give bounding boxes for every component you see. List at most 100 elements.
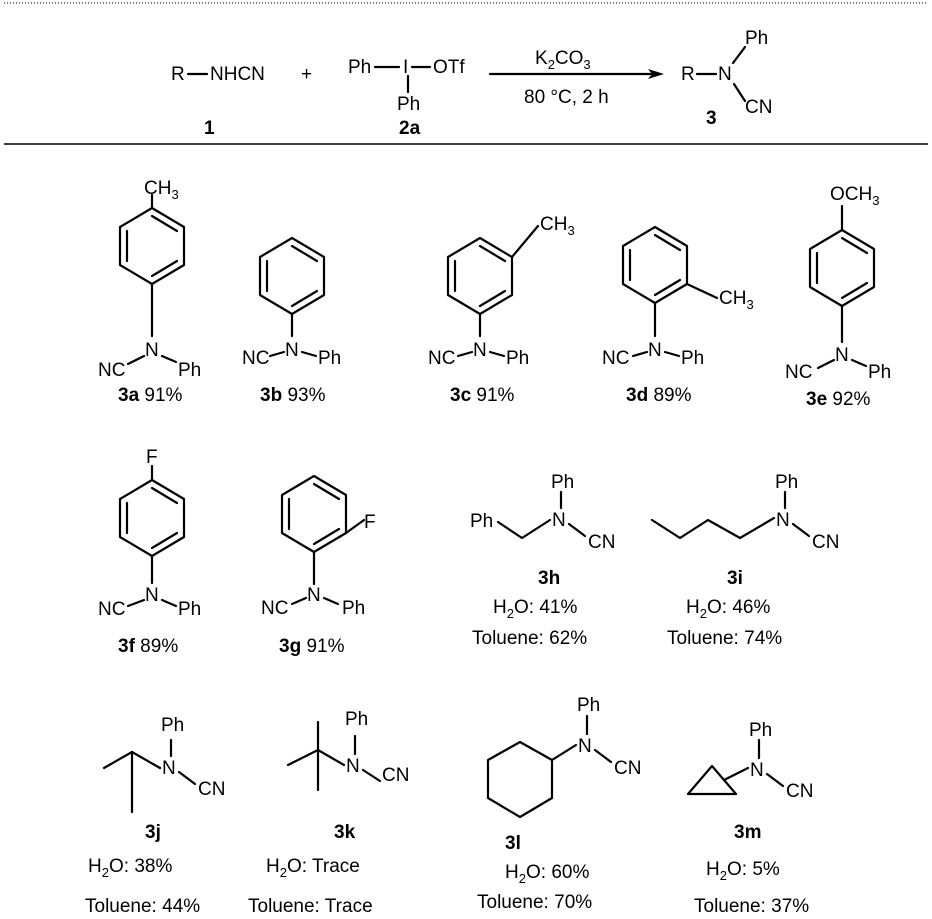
benzene-ring bbox=[446, 236, 514, 316]
nc-label: NC bbox=[242, 348, 269, 369]
fluoro-label: F bbox=[364, 512, 376, 533]
compound-3i: N Ph CN 3i H2O: 46% Toluene: 74% bbox=[650, 472, 839, 649]
ring-double-bond bbox=[312, 527, 341, 546]
h2o-yield: H2O: 41% bbox=[493, 597, 577, 621]
phenyl-label: Ph bbox=[342, 598, 365, 619]
nitrogen-label: N bbox=[835, 345, 849, 366]
phenyl-label: Ph bbox=[506, 348, 529, 369]
compound-label: 3e 92% bbox=[806, 389, 871, 410]
butyl-chain bbox=[650, 516, 776, 540]
nitrogen-label: N bbox=[578, 736, 592, 757]
methoxy-label: OCH3 bbox=[830, 184, 879, 208]
product-bond3 bbox=[732, 82, 747, 103]
plus-sign: + bbox=[301, 64, 312, 85]
nc-bond bbox=[456, 350, 474, 358]
h2o-yield: H2O: Trace bbox=[266, 856, 360, 880]
h2o-yield: H2O: 46% bbox=[686, 597, 770, 621]
nitrogen-label: N bbox=[307, 585, 321, 606]
nc-label: NC bbox=[428, 348, 455, 369]
spacer bbox=[132, 752, 160, 768]
compound-3m: N Ph CN 3m H2O: 5% Toluene: 37% bbox=[686, 720, 813, 917]
benzyl-chain bbox=[496, 518, 552, 540]
nitrogen-label: N bbox=[145, 340, 159, 361]
compound-id: 3k bbox=[334, 822, 356, 843]
phenyl-label: Ph bbox=[551, 472, 574, 493]
reactant2-otf: OTf bbox=[433, 57, 465, 78]
phenyl-label: Ph bbox=[470, 511, 493, 532]
product-r: R bbox=[681, 64, 695, 85]
compound-3a: CH3 N NC Ph 3a 91% bbox=[98, 178, 201, 406]
cn-bond bbox=[593, 748, 613, 764]
product-number: 3 bbox=[706, 108, 717, 129]
nc-label: NC bbox=[785, 362, 812, 383]
compound-3d: CH3 N NC Ph 3d 89% bbox=[602, 225, 754, 406]
compound-3f: F N NC Ph 3f 89% bbox=[98, 447, 201, 657]
cn-label: CN bbox=[614, 758, 641, 779]
compound-id: 3m bbox=[734, 822, 761, 843]
ring-double-bond bbox=[478, 289, 507, 308]
compound-3e: OCH3 N NC Ph 3e 92% bbox=[785, 184, 891, 410]
phenyl-label: Ph bbox=[178, 360, 201, 381]
ring-double-bond bbox=[150, 486, 179, 505]
reactant2-iodine: I bbox=[403, 57, 408, 78]
ph-bond bbox=[160, 598, 178, 608]
compound-3h: Ph N Ph CN 3h H2O: 41% Toluene: 62% bbox=[470, 472, 615, 649]
n-bond bbox=[550, 743, 578, 762]
methyl-label: CH3 bbox=[719, 288, 754, 312]
toluene-yield: Toluene: 62% bbox=[472, 628, 587, 649]
cn-label: CN bbox=[382, 765, 409, 786]
reaction-scheme: R NHCN 1 + Ph I OTf Ph 2a K2CO3 80 °C, 2… bbox=[171, 28, 772, 139]
benzene-ring bbox=[808, 228, 876, 308]
compound-3k: N Ph CN 3k H2O: Trace Toluene: Trace bbox=[248, 709, 409, 917]
toluene-yield: Toluene: Trace bbox=[248, 896, 373, 917]
compound-label: 3c 91% bbox=[450, 385, 515, 406]
nitrogen-label: N bbox=[552, 510, 566, 531]
nc-label: NC bbox=[98, 599, 125, 620]
toluene-yield: Toluene: 70% bbox=[477, 892, 592, 913]
methyl-label: CH3 bbox=[144, 178, 179, 202]
phenyl-label: Ph bbox=[318, 348, 341, 369]
compound-id: 3h bbox=[538, 568, 560, 589]
ring-double-bond bbox=[290, 244, 319, 263]
nc-bond bbox=[816, 358, 836, 370]
product-cn: CN bbox=[745, 97, 772, 118]
cn-bond bbox=[791, 522, 811, 538]
reactant1-group: NHCN bbox=[210, 64, 265, 85]
nitrogen-label: N bbox=[648, 340, 662, 361]
nitrogen-label: N bbox=[162, 758, 176, 779]
ring-double-bond bbox=[478, 244, 507, 263]
compound-3l: N Ph CN 3l H2O: 60% Toluene: 70% bbox=[477, 695, 641, 913]
nc-label: NC bbox=[98, 360, 125, 381]
nitrogen-label: N bbox=[776, 510, 790, 531]
reactant2-number: 2a bbox=[399, 118, 421, 139]
ph-bond bbox=[663, 350, 681, 358]
cn-bond bbox=[765, 772, 785, 788]
h2o-yield: H2O: 5% bbox=[706, 859, 780, 883]
phenyl-label: Ph bbox=[345, 709, 368, 730]
compound-id: 3l bbox=[505, 833, 521, 854]
reaction-arrowhead bbox=[648, 69, 664, 79]
methyl-bond bbox=[685, 282, 719, 300]
n-bond bbox=[722, 766, 750, 782]
cn-label: CN bbox=[588, 532, 615, 553]
reactant1-number: 1 bbox=[204, 118, 215, 139]
compound-3g: F N NC Ph 3g 91% bbox=[261, 474, 376, 657]
ring-double-bond bbox=[840, 236, 869, 255]
ring-double-bond bbox=[653, 278, 682, 297]
ph-bond bbox=[160, 354, 178, 364]
phenyl-label: Ph bbox=[775, 472, 798, 493]
nitrogen-label: N bbox=[145, 585, 159, 606]
product-ph: Ph bbox=[745, 28, 768, 49]
ring-double-bond bbox=[290, 289, 319, 308]
phenyl-label: Ph bbox=[161, 715, 184, 736]
toluene-yield: Toluene: 37% bbox=[694, 896, 809, 917]
ring-double-bond bbox=[150, 531, 179, 550]
compound-label: 3d 89% bbox=[626, 385, 692, 406]
nc-bond bbox=[268, 350, 286, 358]
fluoro-bond bbox=[344, 518, 366, 535]
ph-bond bbox=[488, 350, 506, 358]
benzene-ring bbox=[621, 225, 689, 305]
nc-bond bbox=[126, 598, 146, 608]
ring-double-bond bbox=[150, 214, 179, 233]
